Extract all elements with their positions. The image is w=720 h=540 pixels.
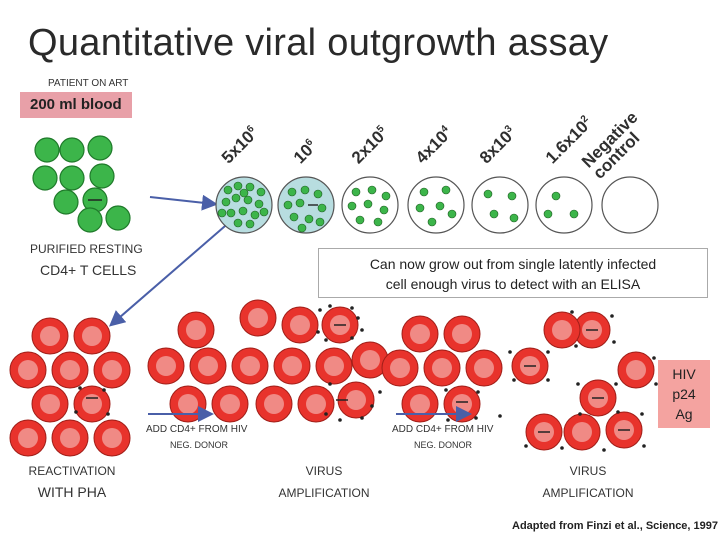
blood-label: 200 ml blood [30, 96, 122, 113]
callout-line-1: Can now grow out from single latently in… [369, 256, 657, 272]
well-negative-control [601, 176, 659, 234]
amplification-label-2a: VIRUS [569, 464, 607, 478]
add-label-2a: ADD CD4+ FROM HIV [392, 424, 494, 435]
red-cell-cluster-2 [147, 299, 389, 423]
dilution-wells [215, 176, 659, 234]
amplification-label-1a: VIRUS [305, 464, 343, 478]
red-cell-cluster-3 [381, 310, 658, 452]
purified-label-2: CD4+ T CELLS [40, 262, 137, 278]
add-label-1b: NEG. DONOR [170, 440, 229, 450]
red-cell-cluster-1 [9, 317, 131, 457]
purified-label-1: PURIFIED RESTING [30, 242, 143, 256]
amplification-label-2b: AMPLIFICATION [542, 486, 634, 500]
add-label-2b: NEG. DONOR [414, 440, 473, 450]
hiv-line-1: HIV [672, 366, 696, 382]
citation: Adapted from Finzi et al., Science, 1997 [512, 520, 719, 532]
green-cell-cluster [32, 135, 131, 233]
amplification-label-1b: AMPLIFICATION [278, 486, 370, 500]
reactivation-label-2: WITH PHA [37, 484, 107, 500]
arrow-to-reactivation [108, 219, 233, 327]
patient-label: PATIENT ON ART [48, 78, 129, 89]
add-label-1a: ADD CD4+ FROM HIV [146, 424, 248, 435]
hiv-line-3: Ag [675, 406, 693, 422]
callout-box: Can now grow out from single latently in… [318, 248, 708, 298]
hiv-p24-box: HIV p24 Ag [658, 360, 710, 428]
well-5 [471, 176, 529, 234]
well-6 [535, 176, 593, 234]
hiv-line-2: p24 [672, 386, 696, 402]
blood-box [20, 92, 132, 118]
arrow-to-wells [149, 194, 218, 211]
callout-line-2: cell enough virus to detect with an ELIS… [385, 276, 641, 292]
page-title: Quantitative viral outgrowth assay [28, 22, 609, 64]
reactivation-label-1: REACTIVATION [28, 464, 116, 478]
